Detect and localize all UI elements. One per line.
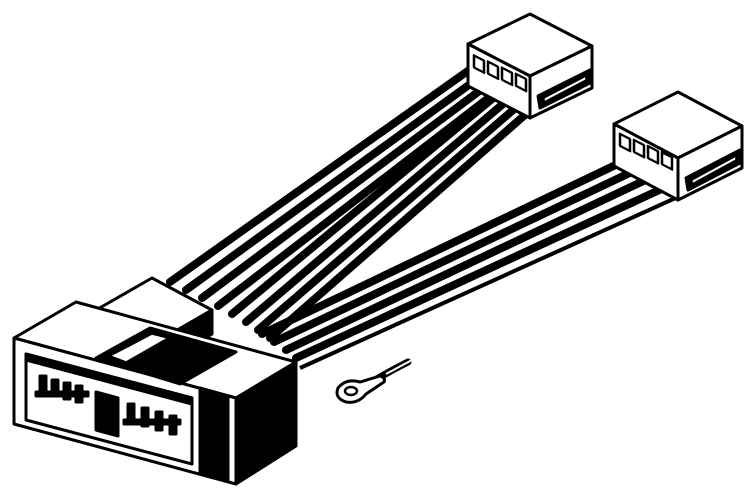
main-connector-latch-tab bbox=[94, 326, 238, 386]
wire-upper-4 bbox=[214, 82, 508, 310]
main-connector-side bbox=[234, 360, 298, 486]
upper-connector-cavities bbox=[472, 54, 528, 93]
wires-right-bundle bbox=[258, 156, 672, 362]
wire-upper-5 bbox=[228, 90, 502, 318]
wire-upper-8 bbox=[266, 110, 530, 342]
wire-right-2 bbox=[270, 164, 644, 346]
right-connector-latch-slot bbox=[691, 155, 737, 185]
main-connector bbox=[12, 276, 298, 486]
upper-connector bbox=[466, 12, 594, 120]
pin-right-bar bbox=[122, 418, 182, 426]
wire-right-3 bbox=[282, 172, 658, 354]
main-connector-cavity-shadow bbox=[24, 352, 194, 406]
right-connector bbox=[612, 90, 744, 202]
right-cavity-4 bbox=[660, 150, 674, 171]
right-cavity-1 bbox=[618, 132, 632, 153]
pin-left-bar bbox=[34, 390, 90, 398]
wires-upper-bundle bbox=[166, 64, 530, 342]
pin-right-2 bbox=[140, 406, 150, 428]
ground-ring-terminal bbox=[335, 374, 386, 404]
main-connector-pins-right bbox=[122, 402, 182, 436]
main-connector-center-block bbox=[94, 390, 120, 438]
main-connector-front-divider bbox=[198, 386, 230, 482]
wire-right-1 bbox=[258, 156, 630, 338]
wire-upper-2 bbox=[182, 70, 488, 294]
ground-wire-sleeve bbox=[385, 359, 413, 375]
right-cavity-3 bbox=[646, 144, 660, 165]
upper-connector-latch-slot bbox=[543, 75, 587, 103]
wire-upper-1 bbox=[166, 64, 476, 286]
ground-wire-line bbox=[299, 194, 681, 370]
wire-upper-6 bbox=[242, 94, 514, 326]
upper-cavity-2 bbox=[486, 60, 500, 81]
wire-upper-3 bbox=[198, 76, 498, 302]
ring-terminal-hole bbox=[343, 385, 359, 397]
right-connector-cavities bbox=[618, 132, 674, 171]
upper-cavity-3 bbox=[500, 66, 514, 87]
pin-left-1 bbox=[38, 374, 48, 394]
wire-right-4 bbox=[292, 182, 672, 362]
right-cavity-2 bbox=[632, 138, 646, 159]
upper-cavity-4 bbox=[514, 72, 528, 93]
wire-upper-7 bbox=[254, 100, 524, 334]
ring-terminal-body bbox=[335, 374, 386, 404]
upper-cavity-1 bbox=[472, 54, 486, 75]
main-connector-pins-left bbox=[34, 374, 90, 404]
main-connector-latch-highlight bbox=[109, 333, 169, 363]
